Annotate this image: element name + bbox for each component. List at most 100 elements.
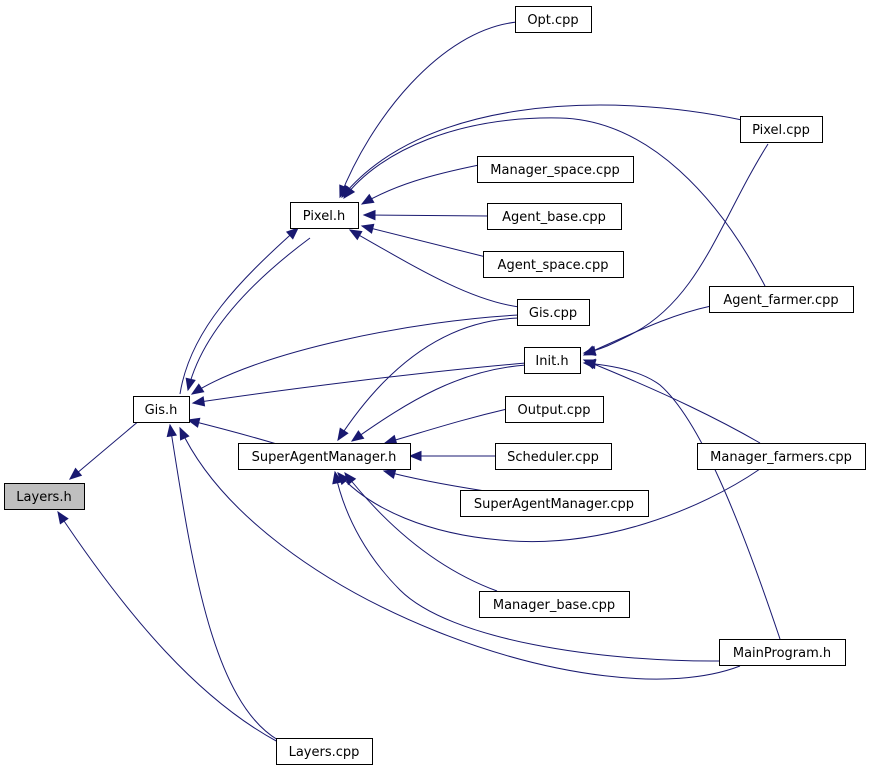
- node-label: Layers.cpp: [289, 745, 360, 760]
- node-gis-h[interactable]: Gis.h: [133, 396, 190, 423]
- edge-line: [69, 419, 141, 480]
- node-label: Output.cpp: [518, 403, 591, 418]
- node-label: Gis.cpp: [529, 306, 577, 321]
- node-box[interactable]: [487, 203, 622, 230]
- node-box[interactable]: [460, 490, 649, 517]
- node-gis-cpp[interactable]: Gis.cpp: [517, 299, 590, 326]
- node-box[interactable]: [740, 116, 823, 143]
- edge-line: [179, 227, 299, 395]
- edge-line: [187, 419, 281, 446]
- edge-init_h-to-superagentmanager_h: [350, 364, 527, 442]
- node-scheduler-cpp[interactable]: Scheduler.cpp: [495, 443, 612, 470]
- edge-agent_space_cpp-to-pixel_h: [360, 223, 487, 258]
- node-agent-farmer-cpp[interactable]: Agent_farmer.cpp: [709, 286, 854, 313]
- node-box[interactable]: [495, 443, 612, 470]
- edge-superagentmanager_cpp-to-superagentmanager_h: [382, 468, 486, 492]
- node-label: Agent_base.cpp: [502, 210, 606, 225]
- node-mainprogram-h[interactable]: MainProgram.h: [719, 639, 846, 666]
- node-box[interactable]: [524, 347, 581, 374]
- node-label: SuperAgentManager.cpp: [474, 497, 634, 512]
- node-superagentmanager-h[interactable]: SuperAgentManager.h: [238, 443, 411, 470]
- edge-line: [349, 229, 520, 308]
- edge-line: [344, 472, 498, 592]
- node-superagentmanager-cpp[interactable]: SuperAgentManager.cpp: [460, 490, 649, 517]
- edge-line: [361, 164, 480, 205]
- edge-arrowhead: [362, 209, 376, 221]
- edge-arrowhead: [166, 423, 177, 438]
- edge-gis_cpp-to-superagentmanager_h: [337, 317, 520, 442]
- node-box[interactable]: [238, 443, 411, 470]
- edge-arrowhead: [350, 430, 365, 442]
- node-label: Init.h: [535, 354, 568, 369]
- node-box[interactable]: [709, 286, 854, 313]
- node-manager-farmers-cpp[interactable]: Manager_farmers.cpp: [697, 443, 866, 470]
- edge-arrowhead: [348, 229, 363, 241]
- edge-arrowhead: [186, 417, 201, 428]
- edge-init_h-to-gis_h: [191, 362, 527, 407]
- node-label: Opt.cpp: [527, 13, 578, 28]
- edge-scheduler_cpp-to-superagentmanager_h: [408, 450, 497, 462]
- node-pixel-cpp[interactable]: Pixel.cpp: [740, 116, 823, 143]
- node-manager-space-cpp[interactable]: Manager_space.cpp: [477, 156, 634, 183]
- edge-superagentmanager_h-to-gis_h: [186, 417, 281, 446]
- edges-layer: [57, 21, 781, 743]
- edge-arrowhead: [344, 471, 357, 486]
- node-box[interactable]: [133, 396, 190, 423]
- edge-arrowhead: [383, 434, 398, 445]
- edge-mainprogram_h-to-superagentmanager_h: [332, 470, 722, 662]
- edge-arrowhead: [191, 396, 206, 407]
- node-box[interactable]: [276, 738, 373, 765]
- edge-line: [179, 427, 741, 680]
- node-label: Agent_space.cpp: [498, 258, 609, 273]
- node-label: Scheduler.cpp: [507, 450, 599, 465]
- edge-line: [351, 364, 527, 442]
- node-pixel-h[interactable]: Pixel.h: [290, 202, 359, 229]
- node-box[interactable]: [515, 6, 592, 33]
- edge-arrowhead: [382, 468, 397, 480]
- edge-arrowhead: [337, 427, 349, 442]
- edge-line: [187, 237, 311, 391]
- edge-arrowhead: [582, 358, 596, 370]
- edge-line: [334, 471, 722, 662]
- node-layers-cpp[interactable]: Layers.cpp: [276, 738, 373, 765]
- edge-agent_farmer_cpp-to-pixel_h: [343, 117, 766, 287]
- node-box[interactable]: [697, 443, 866, 470]
- node-label: Manager_space.cpp: [490, 163, 619, 178]
- edge-line: [191, 314, 520, 395]
- node-agent-base-cpp[interactable]: Agent_base.cpp: [487, 203, 622, 230]
- edge-mainprogram_h-to-gis_h: [179, 426, 741, 680]
- node-manager-base-cpp[interactable]: Manager_base.cpp: [479, 591, 630, 618]
- node-box[interactable]: [4, 483, 85, 510]
- edge-arrowhead: [360, 193, 375, 205]
- edge-agent_base_cpp-to-pixel_h: [362, 209, 490, 221]
- edge-gis_cpp-to-gis_h: [190, 314, 520, 395]
- node-box[interactable]: [477, 156, 634, 183]
- edge-line: [361, 225, 487, 258]
- edge-line: [339, 21, 518, 198]
- node-label: Agent_farmer.cpp: [723, 293, 838, 308]
- node-label: MainProgram.h: [733, 646, 831, 661]
- node-opt-cpp[interactable]: Opt.cpp: [515, 6, 592, 33]
- edge-line: [341, 104, 743, 198]
- node-init-h[interactable]: Init.h: [524, 347, 581, 374]
- node-agent-space-cpp[interactable]: Agent_space.cpp: [483, 251, 624, 278]
- node-label: Layers.h: [16, 490, 71, 505]
- edge-arrowhead: [68, 467, 83, 480]
- edge-arrowhead: [360, 223, 375, 234]
- node-box[interactable]: [505, 396, 604, 423]
- edge-manager_farmers_cpp-to-init_h: [582, 359, 761, 444]
- node-box[interactable]: [517, 299, 590, 326]
- node-box[interactable]: [290, 202, 359, 229]
- edge-line: [337, 317, 520, 441]
- node-layers-h[interactable]: Layers.h: [4, 483, 85, 510]
- edge-gis_cpp-to-pixel_h: [348, 229, 520, 308]
- node-box[interactable]: [719, 639, 846, 666]
- edge-line: [343, 117, 766, 287]
- node-label: Pixel.cpp: [752, 123, 810, 138]
- node-box[interactable]: [479, 591, 630, 618]
- node-box[interactable]: [483, 251, 624, 278]
- edge-arrowhead: [190, 383, 205, 395]
- node-output-cpp[interactable]: Output.cpp: [505, 396, 604, 423]
